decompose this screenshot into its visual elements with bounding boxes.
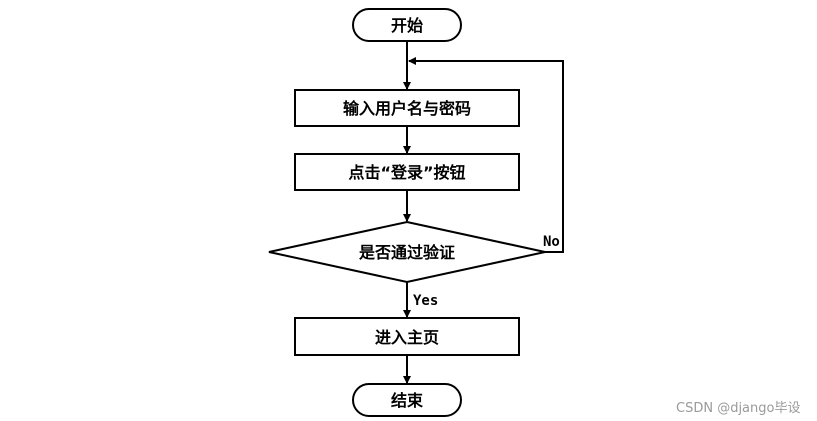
input-credentials-node: 输入用户名与密码: [294, 89, 520, 127]
start-label: 开始: [391, 16, 423, 35]
click-login-label: 点击“登录”按钮: [348, 163, 465, 182]
end-label: 结束: [390, 391, 424, 410]
enter-home-label: 进入主页: [375, 328, 439, 347]
watermark-text: CSDN @django毕设: [676, 401, 801, 416]
edge-decision-no-loop: [408, 57, 564, 253]
click-login-node: 点击“登录”按钮: [294, 153, 520, 191]
input-credentials-label: 输入用户名与密码: [343, 99, 471, 118]
edge-label-no: No: [543, 234, 560, 250]
verify-decision-label: 是否通过验证: [358, 243, 455, 262]
enter-home-node: 进入主页: [294, 317, 520, 356]
verify-decision-node: 是否通过验证: [268, 220, 546, 284]
start-node: 开始: [352, 8, 462, 42]
edge-label-yes: Yes: [413, 293, 438, 309]
end-node: 结束: [352, 383, 462, 417]
